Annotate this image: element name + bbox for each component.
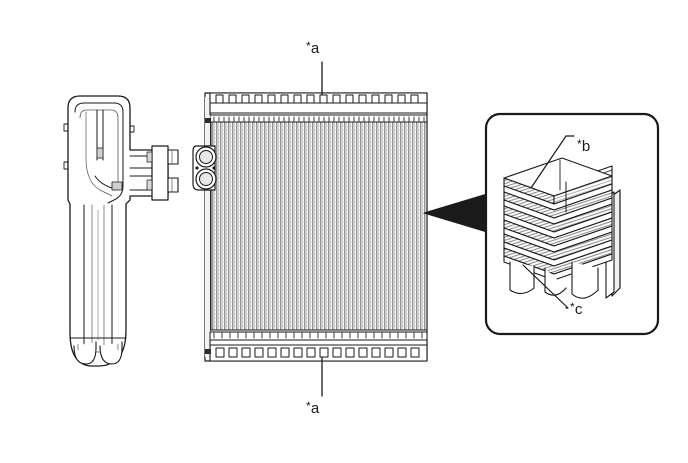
evaporator-core-front-view (192, 92, 428, 362)
evaporator-side-profile-view (63, 95, 179, 367)
callout-label-c: *c (570, 301, 583, 317)
callout-letter: c (574, 301, 583, 318)
callout-letter: a (310, 40, 320, 57)
callout-letter: b (581, 138, 591, 155)
asterisk-marker: * (570, 300, 575, 314)
callout-letter: a (310, 400, 320, 417)
leader-line-c (522, 264, 569, 309)
callout-label-b: *b (577, 138, 590, 154)
detail-pointer-arrow (423, 193, 488, 233)
callout-label-a-top: *a (306, 40, 319, 56)
asterisk-marker: * (306, 39, 311, 53)
asterisk-marker: * (306, 399, 311, 413)
port-fitting-plate (192, 145, 217, 191)
fin-tube-detail-callout (484, 112, 660, 336)
callout-label-a-bottom: *a (306, 400, 319, 416)
leader-line-b (530, 135, 575, 189)
asterisk-marker: * (577, 137, 582, 151)
